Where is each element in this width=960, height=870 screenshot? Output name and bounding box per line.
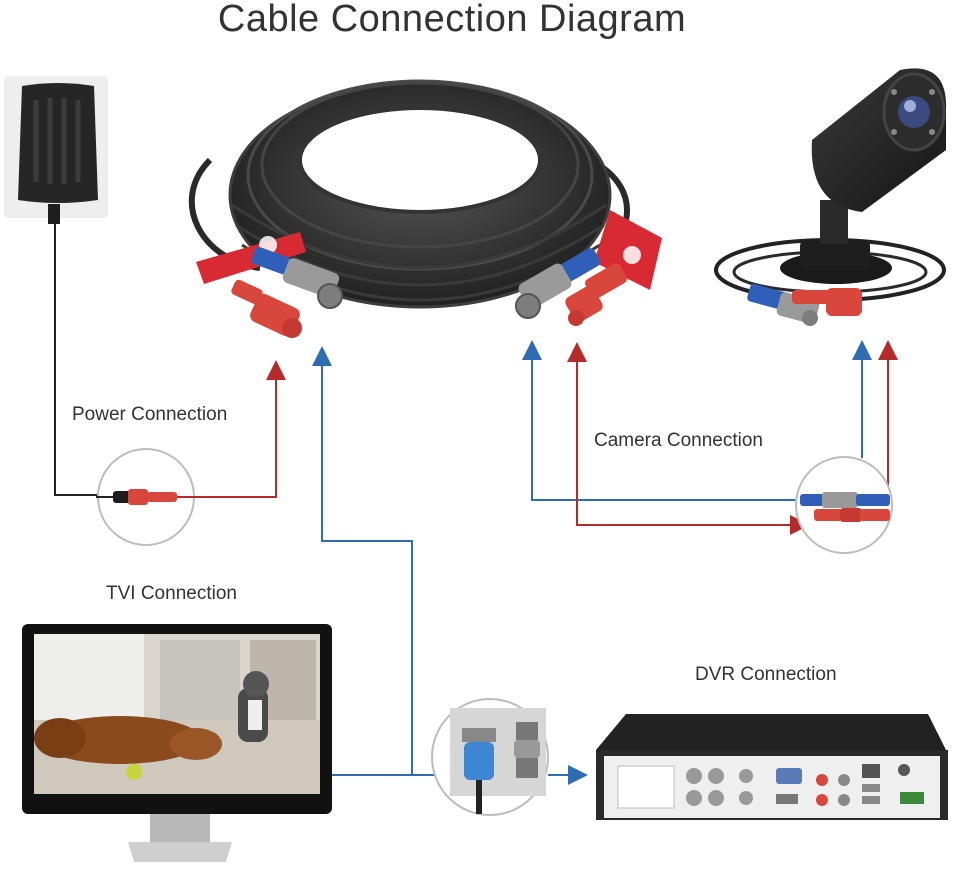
bullet-camera-icon: [714, 68, 947, 326]
adapter-cord: [53, 222, 100, 496]
coiled-siamese-cable-icon: [188, 79, 662, 338]
dvr-box-icon: [596, 714, 948, 820]
power-adapter-icon: [4, 76, 108, 224]
camera-zoom-circle: [795, 456, 893, 554]
camera-video-line-left: [531, 346, 800, 501]
dvr-connection-label: DVR Connection: [695, 664, 837, 685]
monitor-icon: [22, 624, 332, 862]
power-connection-label: Power Connection: [72, 404, 228, 425]
power-zoom-circle: [96, 448, 196, 546]
video-line-cable: [321, 368, 413, 775]
camera-connection-label: Camera Connection: [594, 430, 763, 451]
dvr-zoom-circle: [431, 698, 549, 816]
tvi-connection-label: TVI Connection: [106, 583, 237, 604]
diagram-title: Cable Connection Diagram: [217, 0, 687, 40]
power-line: [196, 360, 286, 498]
